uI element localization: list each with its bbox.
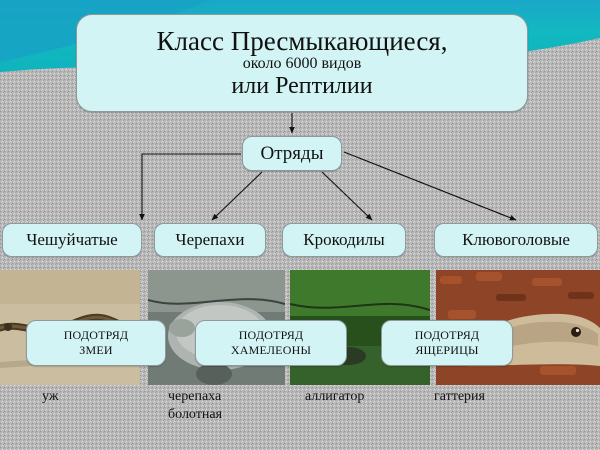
order-label: Чешуйчатые [26,230,118,249]
caption-alligator: аллигатор [305,389,365,404]
suborder-node-snakes: ПОДОТРЯД ЗМЕИ [26,320,166,366]
title-line-1: Класс Пресмыкающиеся, [156,26,448,56]
suborder-label-line-2: ЯЩЕРИЦЫ [415,343,479,357]
order-node-rhynchocephalia: Клювоголовые [434,223,598,257]
caption-turtle: черепаха болотная [168,389,223,422]
order-node-turtles: Черепахи [154,223,266,257]
suborder-label-line-1: ПОДОТРЯД [238,328,304,342]
order-node-squamata: Чешуйчатые [2,223,142,257]
suborder-label-line-2: ХАМЕЛЕОНЫ [230,343,312,357]
caption-tuatara: гаттерия [434,389,485,404]
suborder-label-line-1: ПОДОТРЯД [414,328,480,342]
orders-node: Отряды [242,136,342,171]
suborder-label-line-1: ПОДОТРЯД [63,328,129,342]
order-node-crocodiles: Крокодилы [282,223,406,257]
suborder-label-line-2: ЗМЕИ [79,343,113,357]
title-line-2: около 6000 видов [242,55,362,72]
caption-snake: уж [42,389,59,404]
suborder-node-chameleons: ПОДОТРЯД ХАМЕЛЕОНЫ [195,320,347,366]
orders-node-label: Отряды [260,142,324,164]
suborder-node-lizards: ПОДОТРЯД ЯЩЕРИЦЫ [381,320,513,366]
title-line-3: или Рептилии [231,73,373,99]
order-label: Крокодилы [303,230,385,249]
order-label: Черепахи [175,230,245,249]
order-label: Клювоголовые [462,230,570,249]
page-title: Класс Пресмыкающиеся, около 6000 видов и… [76,14,528,112]
photo-captions: уж черепаха болотная аллигатор гаттерия [0,388,600,434]
